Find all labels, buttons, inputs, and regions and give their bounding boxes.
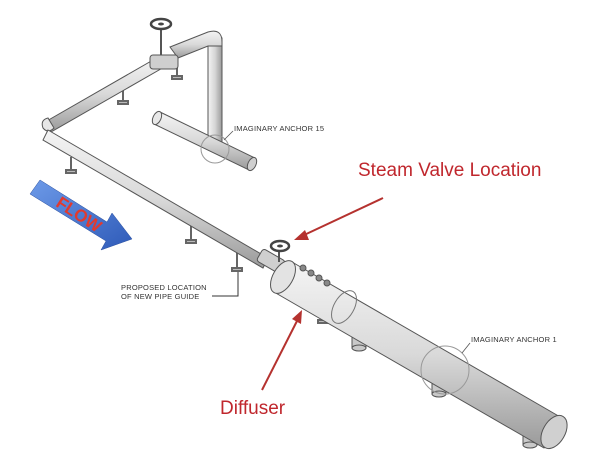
vertical-riser-pipe	[169, 30, 223, 151]
branch-pipe	[151, 110, 258, 172]
anchor-15-leader	[223, 130, 234, 141]
pipe-guide-label-line2: OF NEW PIPE GUIDE	[121, 292, 200, 301]
steam-valve-arrow	[294, 197, 384, 240]
upper-pipe	[41, 55, 167, 133]
anchor-1-marker	[420, 345, 470, 395]
top-valve	[149, 17, 179, 70]
main-pipe	[42, 129, 269, 269]
valve-handwheel-icon	[149, 17, 173, 31]
anchor-15-label: IMAGINARY ANCHOR 15	[234, 124, 325, 133]
diffuser-drum	[270, 260, 568, 450]
valve-handwheel-icon	[269, 239, 291, 253]
diffuser-arrow	[261, 310, 302, 391]
anchor-1-label: IMAGINARY ANCHOR 1	[471, 335, 557, 344]
pipe-guide-label-line1: PROPOSED LOCATION	[121, 283, 207, 292]
guide-leader	[212, 272, 239, 297]
steam-valve-location-label: Steam Valve Location	[358, 160, 542, 181]
anchor-15-marker	[200, 134, 230, 164]
diffuser-label: Diffuser	[220, 398, 286, 419]
anchor-1-leader	[461, 342, 471, 354]
flow-arrow-icon	[29, 179, 133, 251]
